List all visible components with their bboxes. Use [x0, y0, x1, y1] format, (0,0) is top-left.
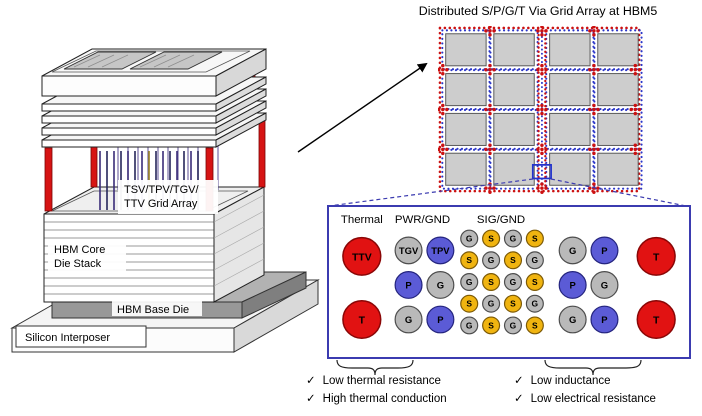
base-die-label-bg — [112, 301, 202, 316]
via-label: S — [488, 320, 494, 330]
via-label: S — [532, 320, 538, 330]
thermal-vias-right: T T — [636, 236, 676, 339]
top-lid — [41, 48, 267, 97]
via-label: S — [466, 299, 472, 309]
pwr-gnd-vias-right: G P P G G P — [558, 236, 619, 334]
base-die-label: HBM Base Die — [117, 304, 189, 316]
core-label-line1: HBM Core — [54, 244, 105, 256]
via-label: S — [510, 299, 516, 309]
via-label: P — [405, 279, 411, 290]
via-label: S — [488, 234, 494, 244]
via-label: TGV — [399, 245, 419, 256]
via-label: G — [488, 299, 495, 309]
via-array-label-line1: TSV/TPV/TGV/ — [124, 184, 200, 196]
list-item: ✓ Low thermal resistance — [306, 374, 516, 388]
unit-cell-highlight — [531, 163, 552, 180]
via-label: G — [437, 279, 444, 290]
checkmark-icon: ✓ — [306, 393, 316, 405]
via-label: TTV — [352, 252, 372, 263]
via-label: G — [532, 255, 539, 265]
benefit-label: Low thermal resistance — [322, 375, 441, 387]
sig-gnd-via-grid: G S G S S G S G G S G — [460, 229, 544, 335]
right-brace — [544, 359, 642, 376]
benefit-label: Low inductance — [530, 375, 611, 387]
via-label: G — [466, 234, 473, 244]
via-label: G — [466, 320, 473, 330]
via-label: S — [510, 255, 516, 265]
checkmark-icon: ✓ — [514, 393, 524, 405]
via-label: S — [532, 277, 538, 287]
via-label: P — [437, 314, 443, 325]
via-label: TPV — [431, 245, 450, 256]
via-label: S — [466, 255, 472, 265]
pwr-gnd-vias-left: TGV TPV P G G P — [394, 236, 455, 334]
list-item: ✓ High thermal conduction — [306, 392, 516, 406]
unit-cell-inset: Thermal PWR/GND SIG/GND TTV T TGV TPV P … — [327, 205, 691, 359]
via-label: S — [532, 234, 538, 244]
unit-cell-diagram: Thermal PWR/GND SIG/GND TTV T TGV TPV P … — [341, 214, 676, 339]
benefit-label: High thermal conduction — [322, 393, 447, 405]
header-sig-gnd: SIG/GND — [477, 214, 525, 226]
via-label: P — [569, 279, 575, 290]
via-label: G — [510, 234, 517, 244]
interposer-label: Silicon Interposer — [25, 332, 110, 344]
via-label: T — [653, 252, 660, 263]
header-thermal: Thermal — [341, 214, 383, 226]
via-label-bg — [118, 180, 218, 214]
list-item: ✓ Low inductance — [514, 374, 702, 388]
via-label: G — [601, 279, 608, 290]
stack-labels: TSV/TPV/TGV/ TTV Grid Array HBM Core Die… — [15, 180, 218, 348]
checkmark-icon: ✓ — [514, 375, 524, 387]
via-label: T — [653, 315, 660, 326]
via-label: S — [488, 277, 494, 287]
via-label: G — [569, 245, 576, 256]
thermal-benefits-list: ✓ Low thermal resistance ✓ High thermal … — [306, 374, 516, 410]
benefit-label: Low electrical resistance — [530, 393, 656, 405]
via-label: G — [510, 277, 517, 287]
via-label: G — [569, 314, 576, 325]
via-grid-array — [438, 26, 643, 194]
core-label-bg — [48, 240, 126, 272]
via-array-label-line2: TTV Grid Array — [124, 198, 198, 210]
core-label-line2: Die Stack — [54, 258, 102, 270]
brace-group — [336, 359, 642, 376]
list-item: ✓ Low electrical resistance — [514, 392, 702, 406]
thermal-vias-left: TTV T — [342, 236, 382, 339]
via-label: P — [601, 314, 607, 325]
electrical-benefits-list: ✓ Low inductance ✓ Low electrical resist… — [514, 374, 702, 410]
via-label: G — [488, 255, 495, 265]
via-label: G — [532, 299, 539, 309]
via-label: G — [510, 320, 517, 330]
via-label: G — [466, 277, 473, 287]
hbm-stack-diagram: TSV/TPV/TGV/ TTV Grid Array HBM Core Die… — [10, 48, 320, 353]
via-label: G — [405, 314, 412, 325]
checkmark-icon: ✓ — [306, 375, 316, 387]
via-label: P — [601, 245, 607, 256]
grid-array-title: Distributed S/P/G/T Via Grid Array at HB… — [418, 4, 658, 18]
header-pwr-gnd: PWR/GND — [395, 214, 450, 226]
interposer-label-box — [15, 325, 147, 348]
left-brace — [336, 359, 414, 376]
via-label: T — [359, 315, 366, 326]
